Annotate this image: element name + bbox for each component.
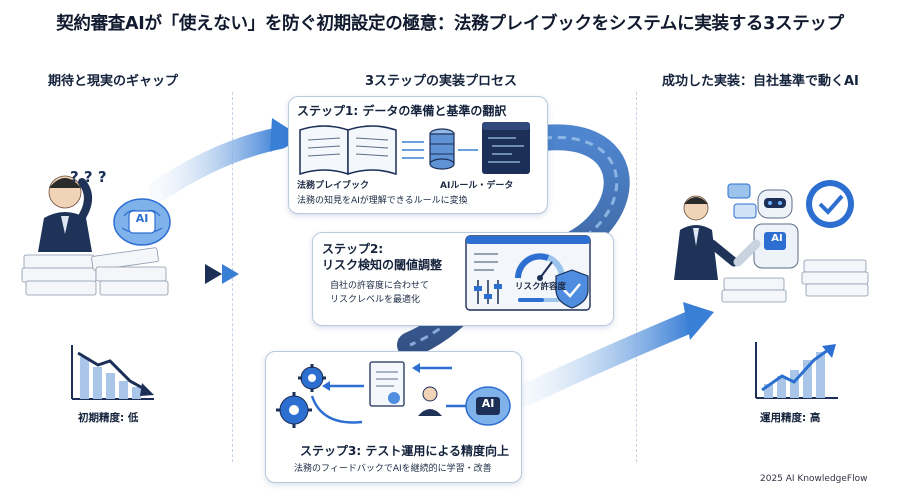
robot-ai-label: AI	[771, 233, 783, 244]
operational-accuracy-caption: 運用精度: 高	[760, 412, 821, 424]
step2-gauge-label: リスク許容度	[515, 282, 567, 292]
question-marks: ? ? ?	[70, 168, 107, 186]
column-heading-center: 3ステップの実装プロセス	[365, 74, 518, 89]
step3-description: 法務のフィードバックでAIを継続的に学習・改善	[294, 464, 492, 474]
page-title: 契約審査AIが「使えない」を防ぐ初期設定の極意：法務プレイブックをシステムに実装…	[56, 14, 844, 34]
step3-cycle-illustration	[276, 361, 511, 428]
brain-ai-label: AI	[135, 212, 149, 225]
step3-ai-label: AI	[481, 397, 495, 410]
divider-right	[636, 92, 637, 462]
step1-label-right: AIルール・データ	[440, 181, 514, 191]
step2-description-line2: リスクレベルを最適化	[330, 295, 421, 305]
step3-title: ステップ3: テスト運用による精度向上	[300, 444, 509, 458]
column-heading-right: 成功した実装：自社基準で動くAI	[662, 74, 859, 89]
brain-icon	[113, 198, 171, 246]
step1-title: ステップ1: データの準備と基準の翻訳	[297, 104, 507, 118]
step1-illustration	[299, 122, 530, 176]
step1-label-left: 法務プレイブック	[297, 181, 370, 191]
frustrated-person-illustration	[21, 175, 169, 296]
column-heading-left: 期待と現実のギャップ	[48, 74, 179, 89]
step2-dashboard-illustration	[465, 235, 591, 311]
step2-description-line1: 自社の許容度に合わせて	[330, 281, 430, 291]
initial-accuracy-caption: 初期精度: 低	[78, 412, 139, 424]
declining-chart-icon	[71, 345, 154, 400]
rising-chart-icon	[755, 342, 838, 399]
step1-description: 法務の知見をAIが理解できるルールに変換	[297, 196, 468, 206]
footer-copyright: 2025 AI KnowledgeFlow	[760, 474, 868, 484]
step2-title-line1: ステップ2:	[322, 242, 384, 256]
step2-title-line2: リスク検知の閾値調整	[322, 258, 443, 272]
handshake-robot-illustration	[674, 180, 869, 303]
